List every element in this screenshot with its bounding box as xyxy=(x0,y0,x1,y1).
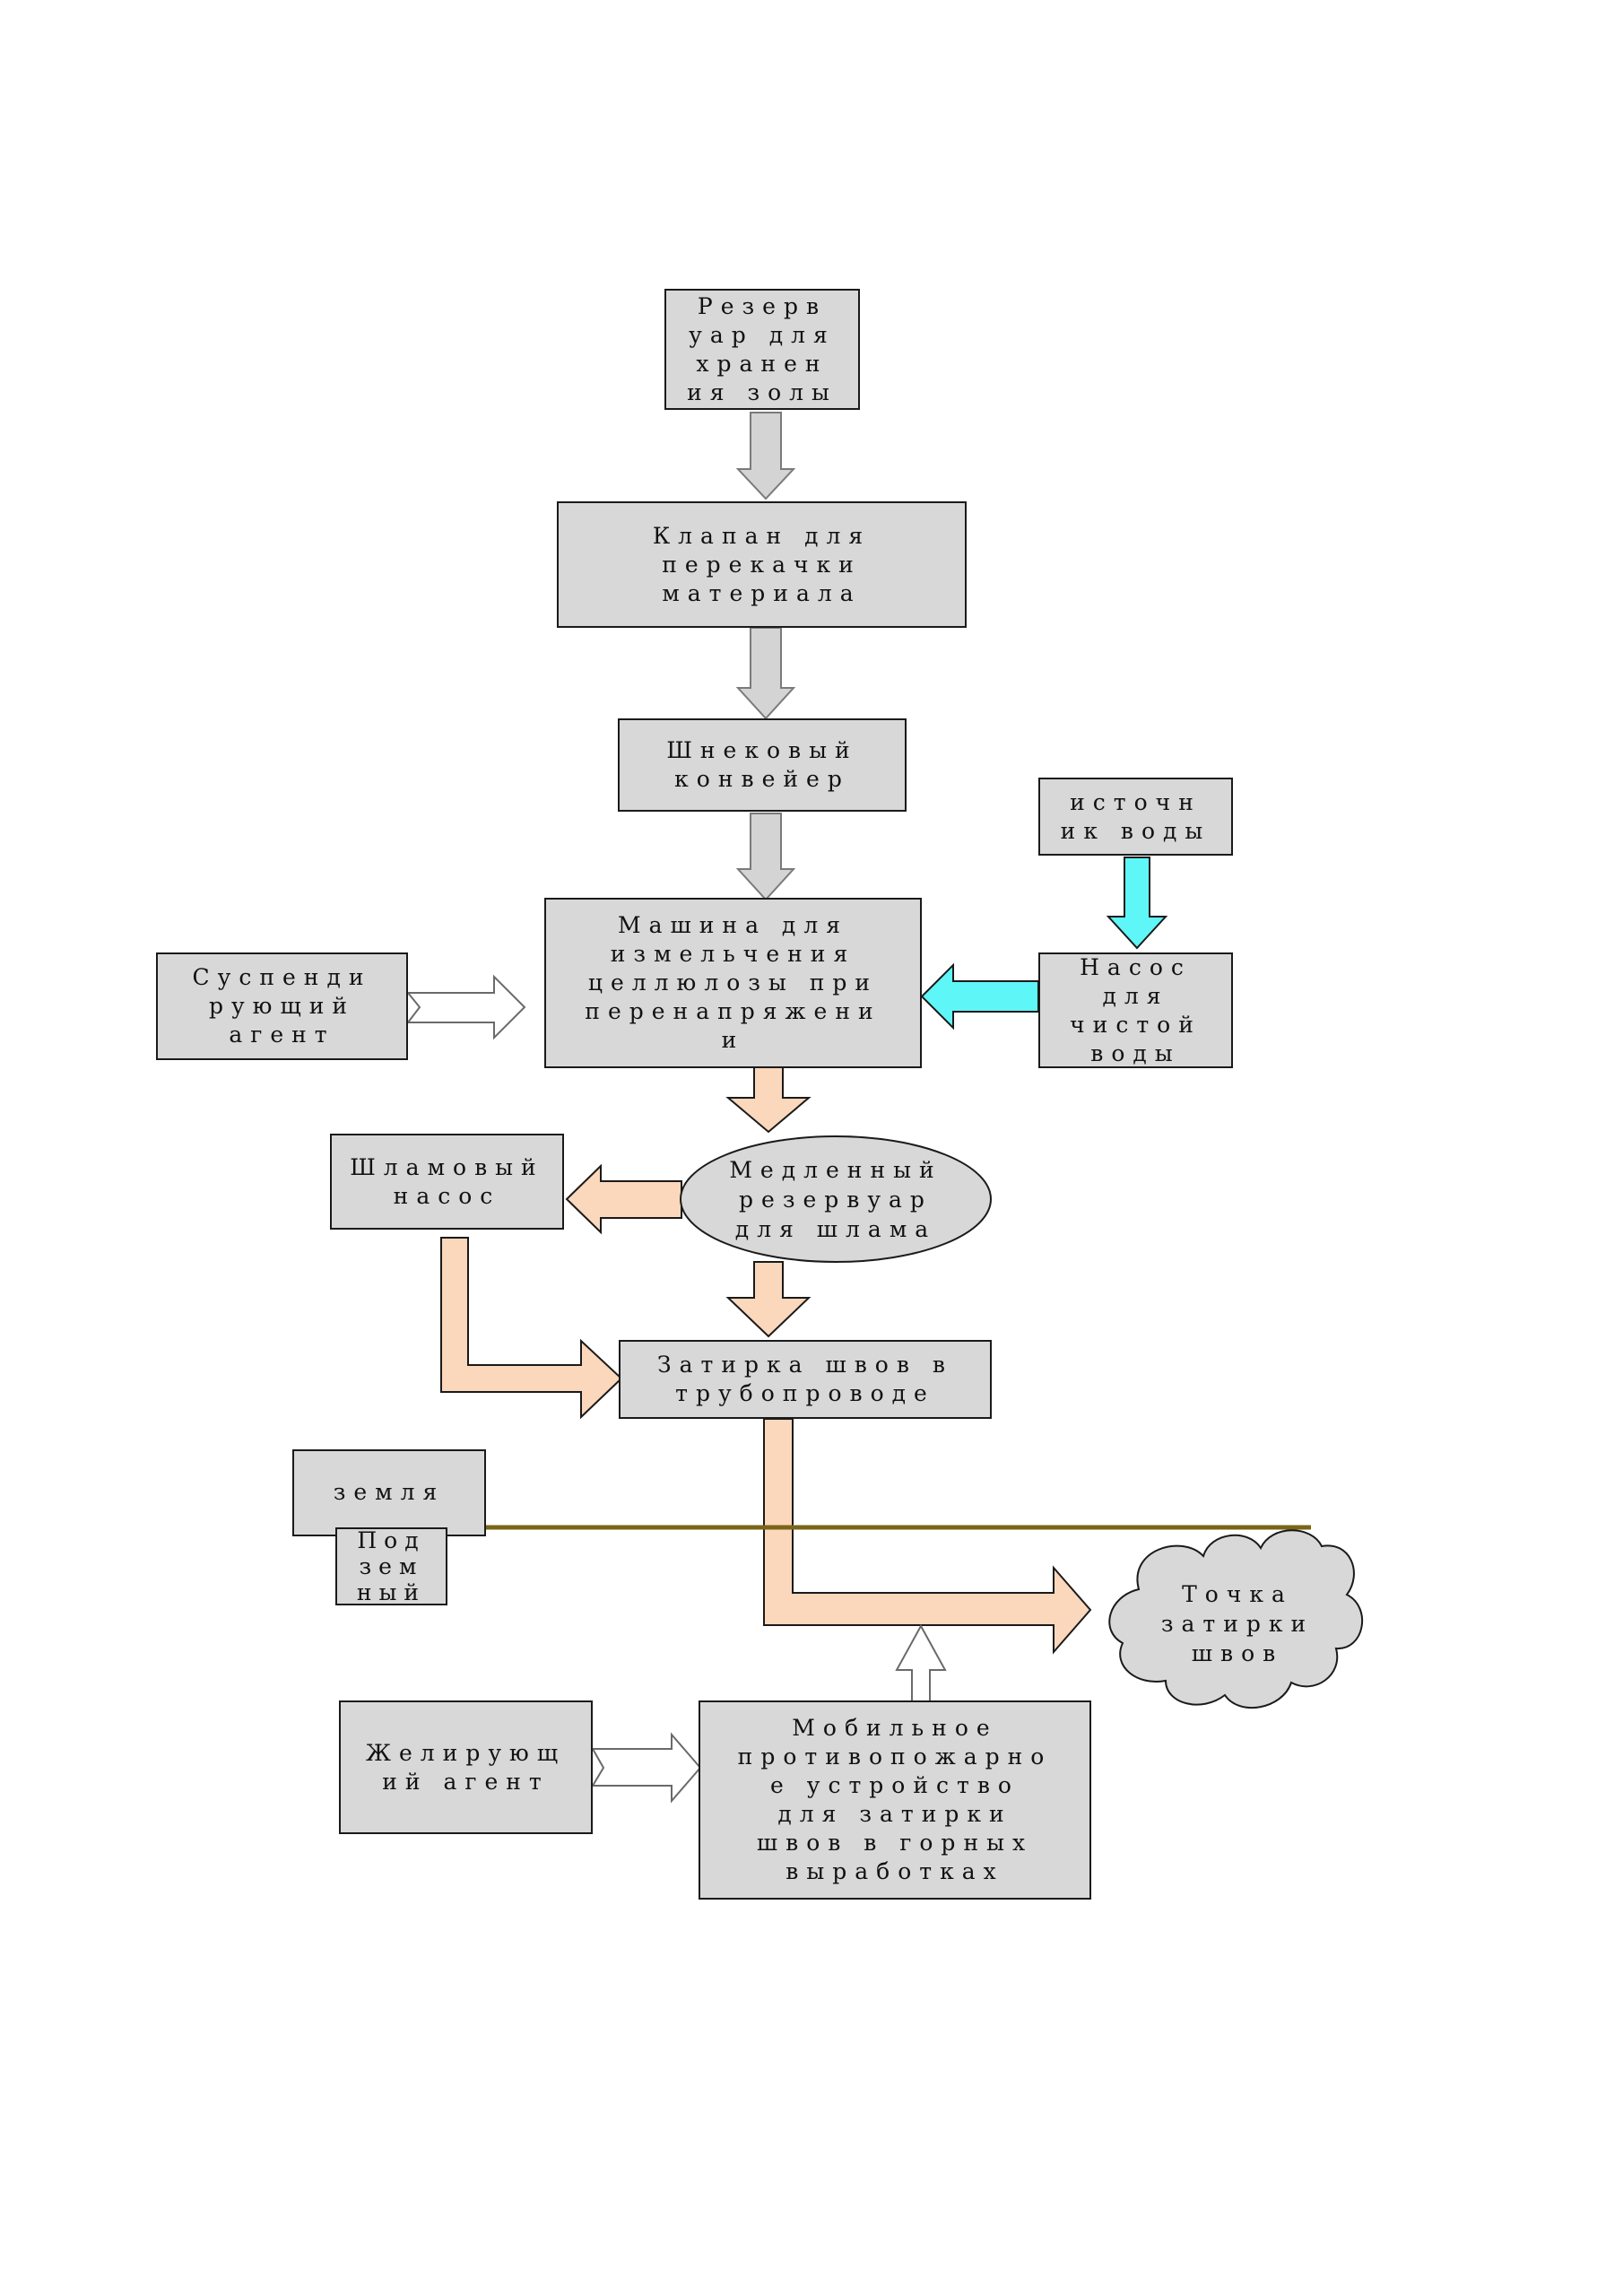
arrow-valve-to-conveyor xyxy=(735,627,796,720)
gelling-agent: Желирующ ий агент xyxy=(339,1700,593,1834)
water-source: источн ик воды xyxy=(1038,778,1233,856)
arrow-conveyor-to-pulper xyxy=(735,813,796,901)
material-transfer-valve: Клапан для перекачки материала xyxy=(557,501,967,628)
arrow-agent-to-pulper xyxy=(405,974,526,1040)
mobile-fire-grouting-unit: Мобильное противопожарно е устройство дл… xyxy=(699,1700,1091,1900)
pulper-machine: Машина для измельчения целлюлозы при пер… xyxy=(544,898,922,1068)
arrow-pulper-to-slow-tank xyxy=(725,1066,812,1134)
arrow-pipeline-to-grouting-point xyxy=(763,1418,1092,1655)
slow-slurry-tank-label: Медленный резервуар для шлама xyxy=(729,1156,942,1242)
screw-conveyor: Шнековый конвейер xyxy=(618,718,907,812)
arrow-mobile-unit-up xyxy=(895,1623,947,1703)
ground-label: земля xyxy=(292,1449,486,1536)
clean-water-pump: Насос для чистой воды xyxy=(1038,952,1233,1068)
arrow-gelling-to-mobile-unit xyxy=(591,1732,702,1804)
grouting-point-label: Точка затирки швов xyxy=(1160,1580,1315,1666)
arrow-tank-to-valve xyxy=(735,412,796,500)
underground-label: Под зем ный xyxy=(335,1527,447,1605)
arrow-pump-to-pulper xyxy=(920,962,1039,1031)
arrow-slow-tank-to-slurry-pump xyxy=(565,1163,682,1235)
pipeline-grouting: Затирка швов в трубопроводе xyxy=(619,1340,992,1419)
slow-slurry-tank-shape xyxy=(680,1135,992,1263)
ash-storage-tank: Резерв уар для хранен ия золы xyxy=(664,289,860,410)
arrow-slurry-pump-to-pipeline xyxy=(440,1237,623,1420)
arrow-source-to-pump xyxy=(1106,857,1168,950)
suspending-agent: Суспенди рующий агент xyxy=(156,952,408,1060)
slurry-pump: Шламовый насос xyxy=(330,1134,564,1230)
grouting-point-cloud xyxy=(1108,1529,1363,1709)
arrow-slow-tank-to-pipeline xyxy=(725,1261,812,1338)
